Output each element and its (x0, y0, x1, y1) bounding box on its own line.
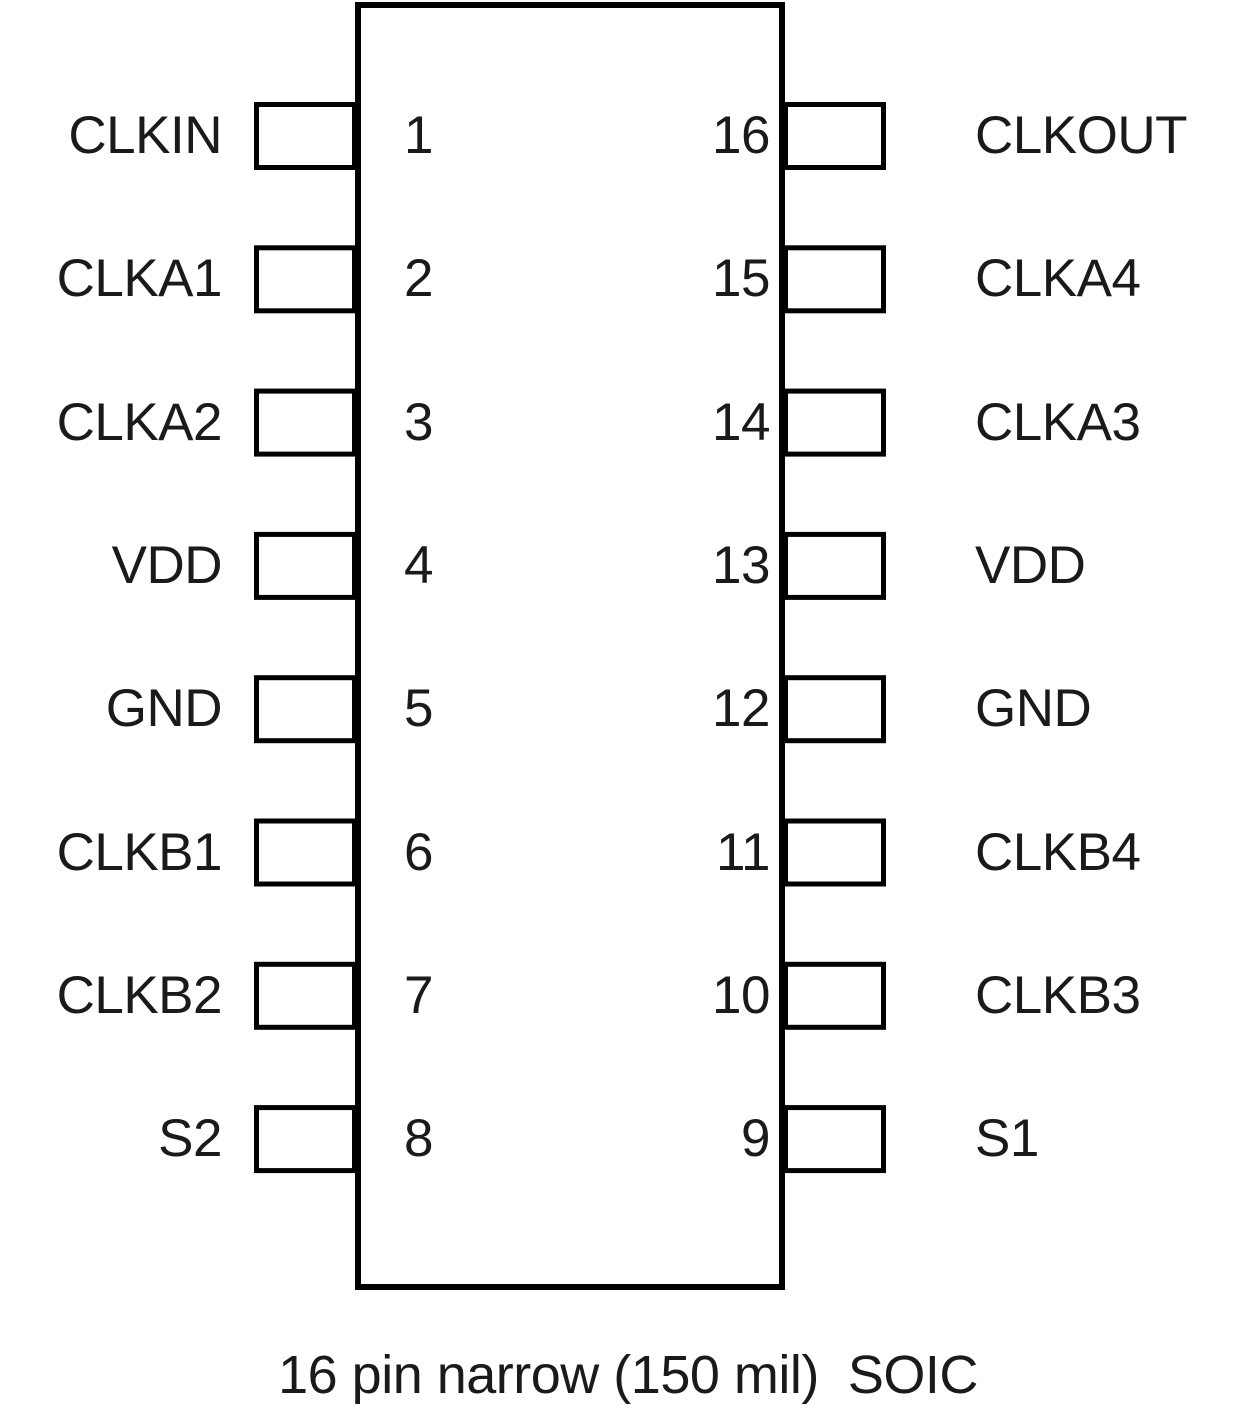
pin-number-9: 9 (741, 1109, 770, 1169)
pin-label-8: S2 (158, 1109, 222, 1169)
pin-label-13: VDD (975, 535, 1086, 595)
pin-label-10: CLKB3 (975, 965, 1141, 1025)
pin-box-10 (783, 961, 886, 1030)
pin-label-15: CLKA4 (975, 249, 1141, 309)
pin-box-5 (254, 675, 357, 744)
package-body-rect (355, 2, 785, 1290)
pin-number-16: 16 (712, 106, 770, 165)
pin-label-6: CLKB1 (56, 822, 223, 882)
package-caption: 16 pin narrow (150 mil) SOIC (278, 1345, 978, 1405)
pin-box-16 (783, 102, 886, 170)
pin-label-16: CLKOUT (975, 106, 1187, 165)
pin-box-4 (254, 531, 357, 600)
pin-label-7: CLKB2 (56, 965, 223, 1025)
pin-label-14: CLKA3 (975, 392, 1141, 452)
pin-box-1 (254, 102, 357, 170)
pin-box-12 (783, 675, 886, 744)
pin-label-4: VDD (111, 535, 223, 595)
pin-number-10: 10 (712, 965, 770, 1025)
pin-box-14 (783, 388, 886, 457)
pin-number-2: 2 (404, 249, 433, 309)
pin-number-5: 5 (404, 679, 433, 739)
pin-label-12: GND (975, 679, 1092, 739)
pin-label-3: CLKA2 (56, 392, 223, 452)
pin-number-13: 13 (712, 535, 770, 595)
pin-label-11: CLKB4 (975, 822, 1141, 882)
pin-number-4: 4 (404, 535, 433, 595)
pin-number-8: 8 (404, 1109, 433, 1169)
pin-label-5: GND (105, 679, 223, 739)
pin-number-3: 3 (404, 392, 433, 452)
pin-label-9: S1 (975, 1109, 1039, 1169)
pin-label-2: CLKA1 (56, 249, 223, 309)
pin-number-12: 12 (712, 679, 770, 739)
pin-box-8 (254, 1105, 357, 1174)
pin-number-11: 11 (715, 822, 771, 882)
pin-number-15: 15 (712, 249, 770, 309)
pin-box-6 (254, 818, 357, 887)
pin-box-9 (783, 1105, 886, 1174)
pin-number-1: 1 (404, 106, 433, 165)
pin-boxes-layer (254, 102, 886, 1174)
pin-box-15 (783, 245, 886, 314)
pin-box-3 (254, 388, 357, 457)
pin-label-1: CLKIN (68, 106, 222, 165)
pin-box-13 (783, 531, 886, 600)
pin-number-14: 14 (712, 392, 770, 452)
pin-number-6: 6 (404, 822, 433, 882)
pin-box-11 (783, 818, 886, 887)
pin-box-2 (254, 245, 357, 314)
pin-number-7: 7 (404, 965, 433, 1025)
pin-box-7 (254, 961, 357, 1030)
